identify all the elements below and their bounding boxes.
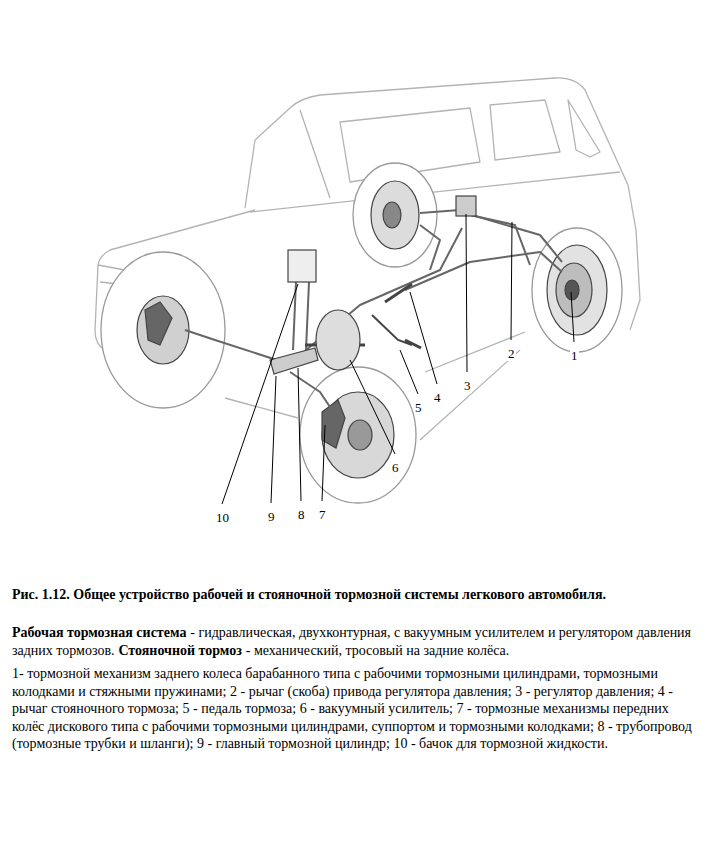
system-description: Рабочая тормозная система- гидравлическа… [12, 624, 702, 659]
figure-caption: 1- тормозной механизм заднего колеса бар… [12, 665, 702, 753]
callout-number: 3 [463, 378, 472, 393]
bold-term: Стояночной тормоз [118, 643, 241, 658]
car-illustration [0, 0, 709, 560]
callout-number: 4 [433, 390, 442, 405]
callout-number: 2 [507, 346, 516, 361]
bold-term: Рабочая тормозная система [12, 625, 186, 640]
description-text: - механический, тросовый на задние колёс… [246, 643, 510, 658]
callout-number: 7 [318, 507, 327, 522]
callout-number: 5 [414, 400, 423, 415]
callout-number: 6 [391, 460, 400, 475]
callout-number: 1 [570, 348, 579, 363]
figure-title: Рис. 1.12. Общее устройство рабочей и ст… [12, 586, 702, 604]
callout-number: 10 [215, 510, 230, 525]
callout-number: 8 [297, 507, 306, 522]
callout-number: 9 [267, 509, 276, 524]
